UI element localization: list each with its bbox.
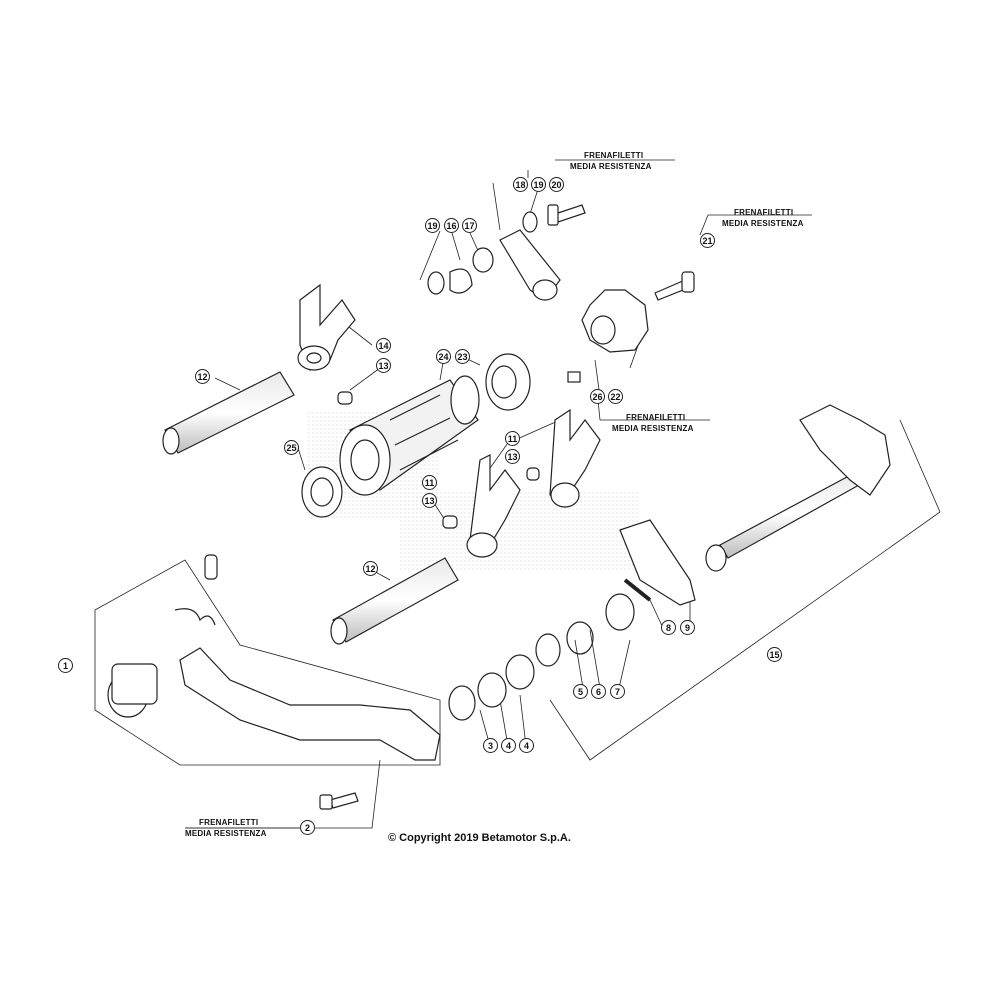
callout-13: 13 <box>422 493 437 508</box>
bushing-17 <box>472 247 494 273</box>
spring-8 <box>623 578 652 602</box>
washer-19b <box>427 271 445 295</box>
callout-4: 4 <box>501 738 516 753</box>
shift-fork-11b <box>466 454 521 558</box>
callout-11: 11 <box>422 475 437 490</box>
gear-pedal-1 <box>107 554 441 761</box>
shift-shaft-15 <box>705 404 891 572</box>
callout-13: 13 <box>505 449 520 464</box>
shift-drum <box>339 375 480 496</box>
callout-1: 1 <box>58 658 73 673</box>
callout-12: 12 <box>195 369 210 384</box>
bushings-3-4 <box>448 654 535 721</box>
callout-4: 4 <box>519 738 534 753</box>
callout-21: 21 <box>700 233 715 248</box>
callout-17: 17 <box>462 218 477 233</box>
callout-6: 6 <box>591 684 606 699</box>
callout-7: 7 <box>610 684 625 699</box>
bolt-21 <box>654 271 695 301</box>
callout-12: 12 <box>363 561 378 576</box>
bolt-2 <box>319 792 359 810</box>
bearing-25 <box>301 466 343 518</box>
callout-8: 8 <box>661 620 676 635</box>
copyright-text: © Copyright 2019 Betamotor S.p.A. <box>388 832 571 844</box>
callout-26: 26 <box>590 389 605 404</box>
callout-22: 22 <box>608 389 623 404</box>
fork-rod-upper <box>162 371 295 455</box>
washer-19a <box>522 211 538 233</box>
callout-3: 3 <box>483 738 498 753</box>
callout-19: 19 <box>425 218 440 233</box>
callout-16: 16 <box>444 218 459 233</box>
callout-19: 19 <box>531 177 546 192</box>
shift-fork-11a <box>549 408 601 508</box>
callout-20: 20 <box>549 177 564 192</box>
callout-9: 9 <box>680 620 695 635</box>
callout-11: 11 <box>505 431 520 446</box>
bearing-23 <box>485 353 531 411</box>
callout-23: 23 <box>455 349 470 364</box>
selector-star-22 <box>581 289 649 353</box>
roller-13b <box>526 467 540 481</box>
callout-2: 2 <box>300 820 315 835</box>
spring-16 <box>449 268 473 294</box>
roller-13c <box>442 515 458 529</box>
ratchet-parts-5-7 <box>535 593 635 667</box>
callout-13: 13 <box>376 358 391 373</box>
shift-fork-upper <box>297 283 356 371</box>
callout-25: 25 <box>284 440 299 455</box>
callout-14: 14 <box>376 338 391 353</box>
callout-5: 5 <box>573 684 588 699</box>
bolt-20 <box>547 204 586 226</box>
screw-26 <box>567 371 581 383</box>
plate-9 <box>619 519 696 606</box>
roller-13a <box>337 391 353 405</box>
fork-rod-lower <box>330 557 459 645</box>
callout-18: 18 <box>513 177 528 192</box>
lever-arm-18 <box>499 229 561 301</box>
callout-15: 15 <box>767 647 782 662</box>
callout-24: 24 <box>436 349 451 364</box>
